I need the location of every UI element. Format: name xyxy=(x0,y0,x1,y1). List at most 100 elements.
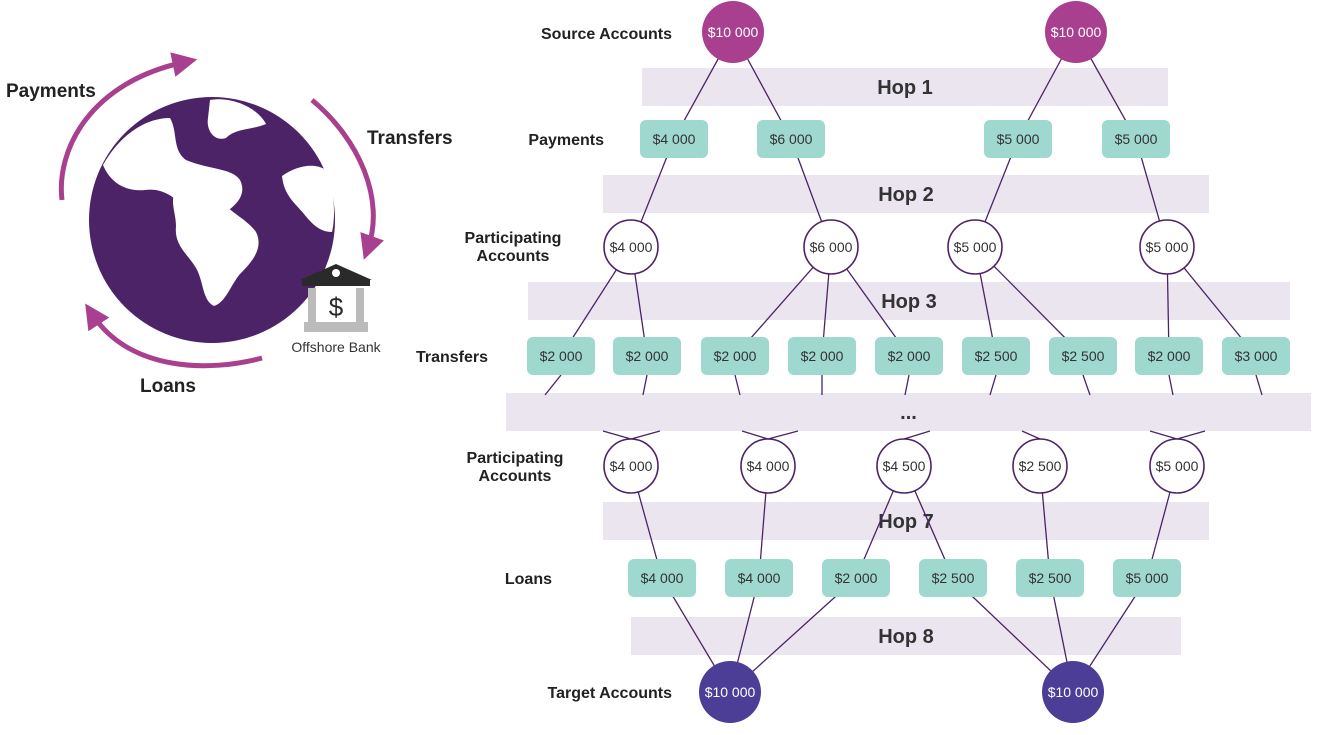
flow-edge-partial xyxy=(630,430,661,440)
hop-label: ... xyxy=(900,402,917,424)
participating_1-account-circle xyxy=(947,219,1003,275)
participating_2-value: $4 000 xyxy=(610,458,653,474)
transfers-box xyxy=(1222,337,1290,375)
participating_2-account-circle xyxy=(740,438,796,494)
flow-edge-partial xyxy=(1255,374,1263,396)
loans-box xyxy=(628,559,696,597)
row-label-transfers: Transfers xyxy=(416,349,488,366)
loans-box xyxy=(1016,559,1084,597)
flow-edge-partial xyxy=(741,430,769,440)
payments-value: $5 000 xyxy=(1115,131,1158,147)
row-label-loans: Loans xyxy=(505,571,552,588)
target-account-circle xyxy=(1042,661,1104,723)
flow-edge-partial xyxy=(602,430,632,440)
transfers-box xyxy=(613,337,681,375)
row-label-payments: Payments xyxy=(528,132,604,149)
flow-edge-partial xyxy=(1176,430,1206,440)
row-label-participating-accounts-2-line1: Participating xyxy=(467,450,564,467)
participating_1-account-circle xyxy=(803,219,859,275)
flow-edge-partial xyxy=(642,374,648,396)
transfers-box xyxy=(1135,337,1203,375)
loans-box xyxy=(1113,559,1181,597)
flow-edge-partial xyxy=(1168,374,1174,396)
target-value: $10 000 xyxy=(705,684,756,700)
flow-edge-partial xyxy=(1082,374,1091,396)
payments-box xyxy=(757,120,825,158)
participating_1-value: $4 000 xyxy=(610,239,653,255)
flow-edge-partial xyxy=(767,430,799,440)
participating_2-value: $5 000 xyxy=(1156,458,1199,474)
hop-band xyxy=(603,502,1209,540)
target-value: $10 000 xyxy=(1048,684,1099,700)
loans-value: $4 000 xyxy=(641,570,684,586)
transfers-value: $2 000 xyxy=(1148,348,1191,364)
participating_2-account-circle xyxy=(876,438,932,494)
row-label-target-accounts: Target Accounts xyxy=(548,685,673,702)
loans-value: $2 000 xyxy=(835,570,878,586)
loans-box xyxy=(725,559,793,597)
hop-label: Hop 8 xyxy=(878,626,934,648)
participating_2-value: $4 000 xyxy=(747,458,790,474)
loans-value: $2 500 xyxy=(932,570,975,586)
hop-band xyxy=(603,175,1209,213)
participating_1-account-circle xyxy=(1139,219,1195,275)
row-label-source-accounts: Source Accounts xyxy=(541,26,672,43)
transfers-value: $2 000 xyxy=(626,348,669,364)
cycle-label-payments: Payments xyxy=(6,81,96,102)
payments-value: $5 000 xyxy=(997,131,1040,147)
transfers-box xyxy=(788,337,856,375)
continent-shape xyxy=(282,165,334,232)
hop-label: Hop 2 xyxy=(878,184,934,206)
flow-edge-partial xyxy=(734,374,741,396)
transfers-value: $2 000 xyxy=(888,348,931,364)
loans-box xyxy=(919,559,987,597)
transfers-value: $2 000 xyxy=(714,348,757,364)
flow-nodes: $10 000$10 000$4 000$6 000$5 000$5 000$4… xyxy=(527,1,1290,723)
participating_1-account-circle xyxy=(603,219,659,275)
hop-label: Hop 3 xyxy=(881,291,937,313)
loans-value: $4 000 xyxy=(738,570,781,586)
payments-value: $4 000 xyxy=(653,131,696,147)
flow-edge-partial xyxy=(904,374,910,396)
transfers-value: $3 000 xyxy=(1235,348,1278,364)
participating_2-account-circle xyxy=(603,438,659,494)
hop-bands: Hop 1 Hop 2 Hop 3... Hop 7 Hop 8 xyxy=(506,68,1311,655)
transfers-box xyxy=(962,337,1030,375)
transfers-box xyxy=(701,337,769,375)
participating_2-value: $4 500 xyxy=(883,458,926,474)
hop-band xyxy=(528,282,1290,320)
cycle-label-transfers: Transfers xyxy=(367,128,453,149)
row-label-participating-accounts-1-line2: Accounts xyxy=(477,248,550,265)
bank-label: Offshore Bank xyxy=(291,339,381,355)
globe-illustration xyxy=(89,97,335,343)
hop-band xyxy=(642,68,1168,106)
flow-edge-partial xyxy=(1149,430,1178,440)
hop-label: Hop 1 xyxy=(877,77,933,99)
payments-box xyxy=(984,120,1052,158)
row-label-participating-accounts-1-line1: Participating xyxy=(465,230,562,247)
loans-value: $5 000 xyxy=(1126,570,1169,586)
participating_1-value: $5 000 xyxy=(1146,239,1189,255)
participating_1-value: $5 000 xyxy=(954,239,997,255)
transfers-arrow-icon xyxy=(310,98,384,260)
transfers-value: $2 000 xyxy=(801,348,844,364)
participating_2-value: $2 500 xyxy=(1019,458,1062,474)
flow-edge-partial xyxy=(1021,430,1041,440)
continent-shape xyxy=(207,99,266,139)
hop-label: Hop 7 xyxy=(878,511,934,533)
transfers-box xyxy=(875,337,943,375)
transfers-value: $2 500 xyxy=(1062,348,1105,364)
bank-icon xyxy=(300,264,372,332)
payments-arrow-icon xyxy=(58,52,198,201)
cycle-label-loans: Loans xyxy=(140,376,196,397)
hop-band xyxy=(506,393,1311,431)
bank-dollar-symbol: $ xyxy=(329,292,344,322)
source-value: $10 000 xyxy=(708,24,759,40)
payments-box xyxy=(640,120,708,158)
loans-value: $2 500 xyxy=(1029,570,1072,586)
source-account-circle xyxy=(1045,1,1107,63)
transfers-value: $2 000 xyxy=(540,348,583,364)
participating_2-account-circle xyxy=(1149,438,1205,494)
target-account-circle xyxy=(699,661,761,723)
